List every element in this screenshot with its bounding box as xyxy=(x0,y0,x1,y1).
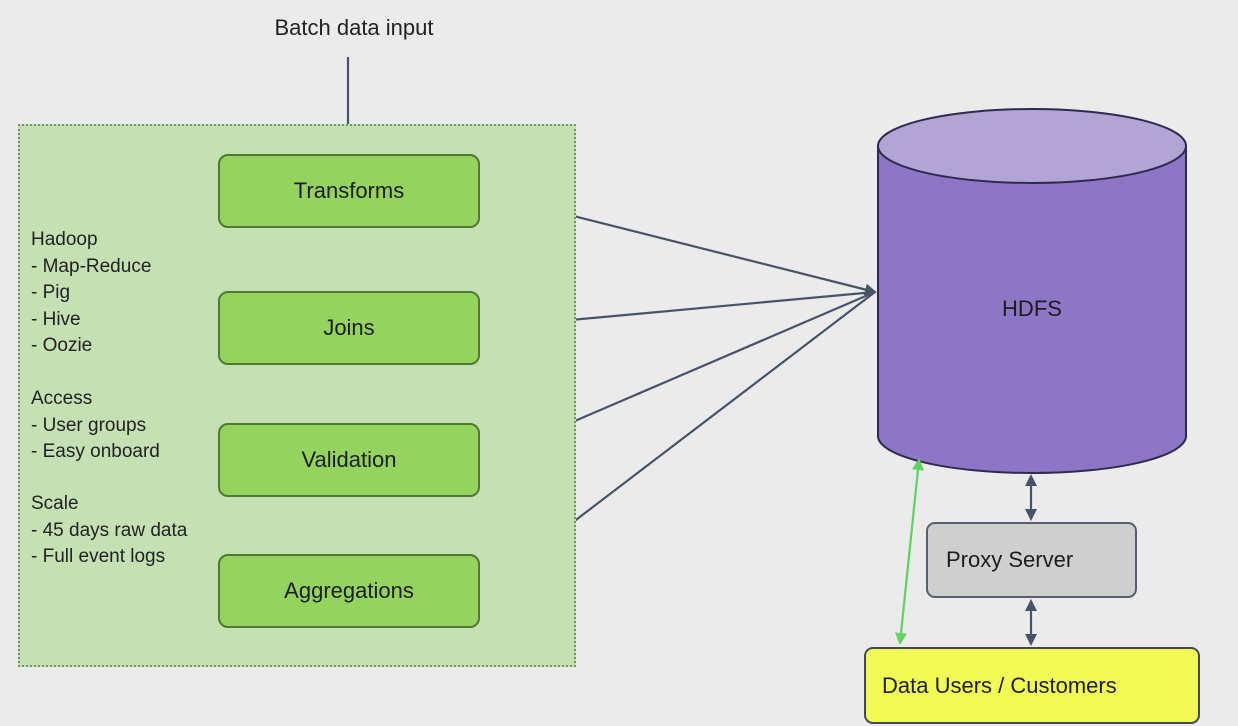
hdfs-cylinder-body xyxy=(877,145,1187,474)
batch-input-label: Batch data input xyxy=(274,15,434,40)
notes-line: - Oozie xyxy=(31,335,93,356)
notes-line: - 45 days raw data xyxy=(31,519,188,541)
hdfs-users-direct-arrow xyxy=(895,458,924,645)
access-notes: Access - User groups - Easy onboard xyxy=(31,386,160,466)
notes-line: - Easy onboard xyxy=(31,441,160,462)
validation-box: Validation xyxy=(218,423,480,497)
hdfs-cylinder-top xyxy=(877,108,1187,184)
notes-line: - Full event logs xyxy=(31,546,166,567)
notes-line: - Map-Reduce xyxy=(31,255,152,277)
notes-line: Access xyxy=(31,388,93,409)
hdfs-label: HDFS xyxy=(1002,296,1062,321)
joins-box: Joins xyxy=(218,291,480,365)
hadoop-notes: Hadoop - Map-Reduce - Pig - Hive - Oozie xyxy=(31,227,151,360)
notes-line: - Pig xyxy=(31,282,71,303)
notes-line: Hadoop xyxy=(31,229,98,250)
proxy-server-box: Proxy Server xyxy=(926,522,1137,598)
scale-notes: Scale - 45 days raw data - Full event lo… xyxy=(31,491,187,571)
notes-line: - User groups xyxy=(31,414,147,436)
aggregations-box: Aggregations xyxy=(218,554,480,628)
notes-line: Scale xyxy=(31,493,79,514)
notes-line: - Hive xyxy=(31,308,81,330)
data-users-box: Data Users / Customers xyxy=(864,647,1200,724)
transforms-box: Transforms xyxy=(218,154,480,228)
